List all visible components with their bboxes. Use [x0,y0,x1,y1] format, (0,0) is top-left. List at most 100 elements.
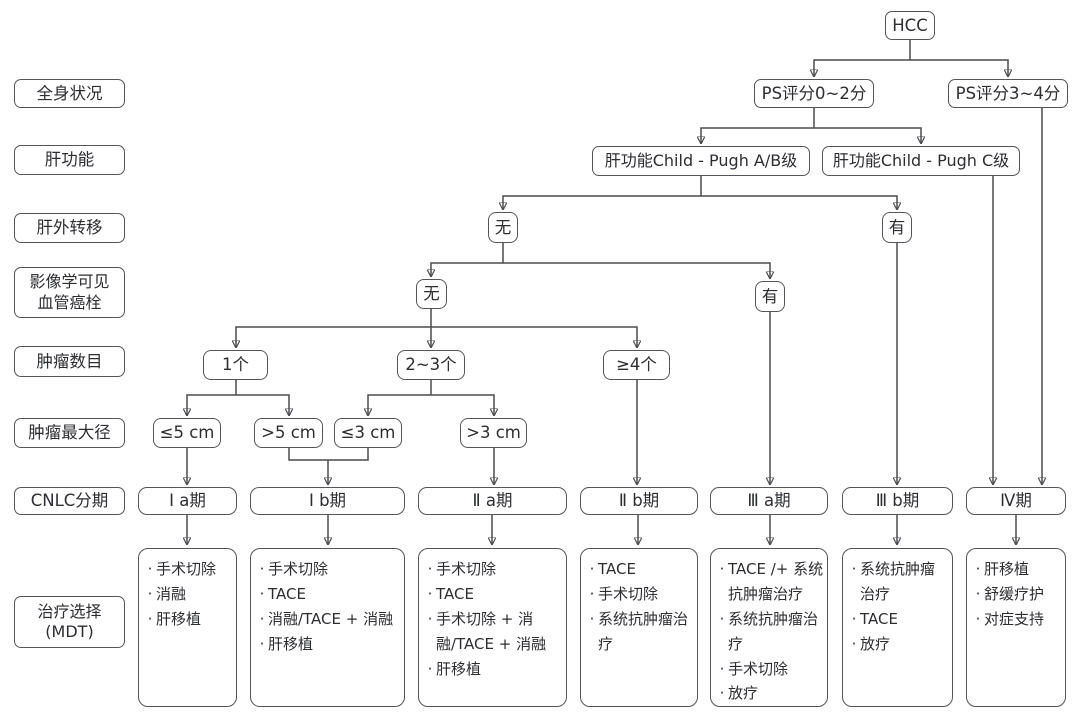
bullet-dot: · [259,584,265,603]
bullet-dot: · [259,560,265,578]
node-child-pugh-ab: 肝功能Child - Pugh A/B级 [592,146,810,176]
treatment-item: ·消融/TACE + 消融 [256,607,401,632]
treatment-item: ·TACE [256,582,401,607]
treatment-item-label: TACE [268,584,306,603]
bullet-dot: · [975,560,981,578]
treatment-item: ·放疗 [716,681,824,706]
treatment-box-4: ·肝移植·舒缓疗护·对症支持 [966,548,1066,707]
treatment-item-label: 系统抗肿瘤治疗 [728,609,819,653]
treatment-item: ·系统抗肿瘤治疗 [716,607,824,657]
node-vascular-no: 无 [416,279,447,309]
stage-box-1a: Ⅰ a期 [138,487,237,515]
treatment-item-label: 放疗 [728,684,759,703]
treatment-item-label: 手术切除 [156,560,217,578]
row-label-systemic-status: 全身状况 [14,79,125,108]
bullet-dot: · [147,609,153,628]
treatment-item: ·对症支持 [972,607,1062,632]
treatment-item: ·肝移植 [256,632,401,657]
treatment-item: ·TACE [586,557,694,582]
node-hcc: HCC [885,11,935,40]
treatment-item-label: 消融 [156,584,187,603]
bullet-dot: · [589,560,595,578]
treatment-box-1a: ·手术切除·消融·肝移植 [138,548,237,707]
treatment-item-label: TACE [436,584,474,603]
node-child-pugh-c: 肝功能Child - Pugh C级 [822,146,1020,176]
row-label-cnlc-stage: CNLC分期 [14,487,125,515]
bullet-dot: · [427,560,433,578]
bullet-dot: · [851,609,857,628]
stage-box-2b: Ⅱ b期 [580,487,698,515]
treatment-item-label: 肝移植 [156,609,202,628]
bullet-dot: · [427,609,433,628]
bullet-dot: · [719,609,725,628]
bullet-dot: · [851,560,857,578]
row-label-vascular-invasion: 影像学可见 血管癌栓 [14,267,125,318]
treatment-item-label: 放疗 [860,634,891,653]
node-size-le3cm: ≤3 cm [334,418,402,448]
treatment-box-2b: ·TACE·手术切除·系统抗肿瘤治疗 [580,548,698,707]
bullet-dot: · [719,560,725,578]
node-tumor-number-ge4: ≥4个 [603,350,670,380]
treatment-box-3b: ·系统抗肿瘤治疗·TACE·放疗 [842,548,953,707]
treatment-item: ·TACE [848,607,949,632]
node-tumor-number-1: 1个 [203,350,268,380]
bullet-dot: · [147,560,153,578]
treatment-item: ·手术切除 [256,557,401,582]
bullet-dot: · [259,634,265,653]
treatment-item-label: 肝移植 [984,560,1030,578]
bullet-dot: · [975,584,981,603]
stage-box-3a: Ⅲ a期 [710,487,828,515]
node-metastasis-no: 无 [488,212,518,243]
treatment-item-label: TACE [860,609,898,628]
node-tumor-number-2-3: 2~3个 [397,350,465,380]
row-label-tumor-max-diameter: 肿瘤最大径 [14,418,125,448]
treatment-item-label: 系统抗肿瘤治疗 [860,560,936,603]
stage-box-4: Ⅳ期 [966,487,1066,515]
node-metastasis-yes: 有 [882,212,912,243]
bullet-dot: · [427,584,433,603]
treatment-item: ·TACE /+ 系统抗肿瘤治疗 [716,557,824,607]
row-label-tumor-number: 肿瘤数目 [14,346,125,377]
treatment-item-label: 肝移植 [436,659,482,678]
treatment-item: ·TACE [424,582,563,607]
row-label-extrahepatic-metastasis: 肝外转移 [14,213,125,243]
treatment-item-label: 手术切除 [728,659,789,678]
treatment-item-label: 系统抗肿瘤治疗 [598,609,689,653]
treatment-box-2a: ·手术切除·TACE·手术切除 + 消融/TACE + 消融·肝移植 [418,548,567,707]
treatment-item-label: 手术切除 [436,560,497,578]
node-ps-score-3-4: PS评分3~4分 [948,79,1068,108]
treatment-item: ·消融 [144,582,233,607]
treatment-item-label: 手术切除 [598,584,659,603]
bullet-dot: · [719,659,725,678]
treatment-box-3a: ·TACE /+ 系统抗肿瘤治疗·系统抗肿瘤治疗·手术切除·放疗 [710,548,828,707]
treatment-item-label: 舒缓疗护 [984,584,1045,603]
treatment-item: ·放疗 [848,632,949,657]
node-ps-score-0-2: PS评分0~2分 [754,79,874,108]
node-size-le5cm: ≤5 cm [153,418,221,448]
treatment-item: ·系统抗肿瘤治疗 [848,557,949,607]
treatment-item: ·肝移植 [972,557,1062,582]
node-size-gt5cm: >5 cm [254,418,323,448]
treatment-item-label: TACE /+ 系统抗肿瘤治疗 [728,560,824,603]
treatment-item: ·手术切除 [144,557,233,582]
bullet-dot: · [427,659,433,678]
bullet-dot: · [851,634,857,653]
treatment-item: ·手术切除 [716,657,824,682]
treatment-item: ·肝移植 [144,607,233,632]
node-size-gt3cm: >3 cm [460,418,527,448]
treatment-item: ·肝移植 [424,657,563,682]
stage-box-2a: Ⅱ a期 [418,487,567,515]
treatment-item: ·舒缓疗护 [972,582,1062,607]
treatment-item: ·手术切除 + 消融/TACE + 消融 [424,607,563,657]
treatment-item: ·系统抗肿瘤治疗 [586,607,694,657]
treatment-box-1b: ·手术切除·TACE·消融/TACE + 消融·肝移植 [250,548,405,707]
node-vascular-yes: 有 [755,281,785,312]
bullet-dot: · [975,609,981,628]
row-label-treatment-choice: 治疗选择 (MDT) [14,596,125,648]
bullet-dot: · [589,584,595,603]
treatment-item-label: 消融/TACE + 消融 [268,609,394,628]
treatment-item: ·手术切除 [424,557,563,582]
bullet-dot: · [259,609,265,628]
treatment-item: ·手术切除 [586,582,694,607]
